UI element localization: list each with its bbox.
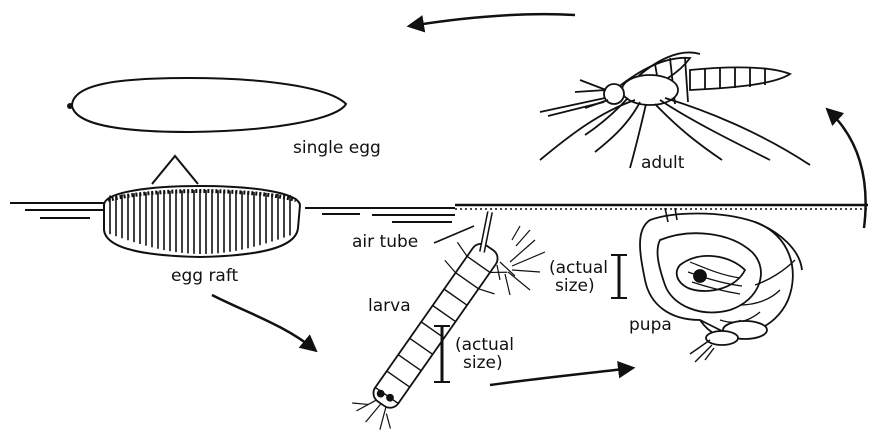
adult-label: adult [641, 154, 684, 173]
larva-actual-size-line1: (actual [455, 336, 514, 354]
cycle-arrow-right [828, 110, 866, 228]
single-egg-label: single egg [293, 139, 381, 158]
cycle-arrow-egg-to-larva [212, 295, 315, 350]
larva-actual-size-label: (actual size) [455, 336, 514, 372]
egg-pointer [152, 156, 198, 184]
pupa-size-scale-bar [611, 255, 627, 298]
air-tube-leader [434, 226, 474, 243]
single-egg-illustration [67, 78, 346, 132]
cycle-arrow-top [410, 14, 575, 26]
air-tube-label: air tube [352, 233, 418, 252]
larva-label: larva [368, 297, 411, 316]
pupa-label: pupa [629, 316, 672, 335]
pupa-actual-size-line2: size) [549, 277, 608, 295]
pupa-illustration [640, 208, 802, 362]
pupa-actual-size-label: (actual size) [549, 259, 608, 295]
egg-raft-label: egg raft [171, 267, 238, 286]
larva-actual-size-line2: size) [455, 354, 514, 372]
egg-raft-illustration [104, 186, 300, 257]
pupa-actual-size-line1: (actual [549, 259, 608, 277]
adult-mosquito-illustration [540, 52, 810, 168]
